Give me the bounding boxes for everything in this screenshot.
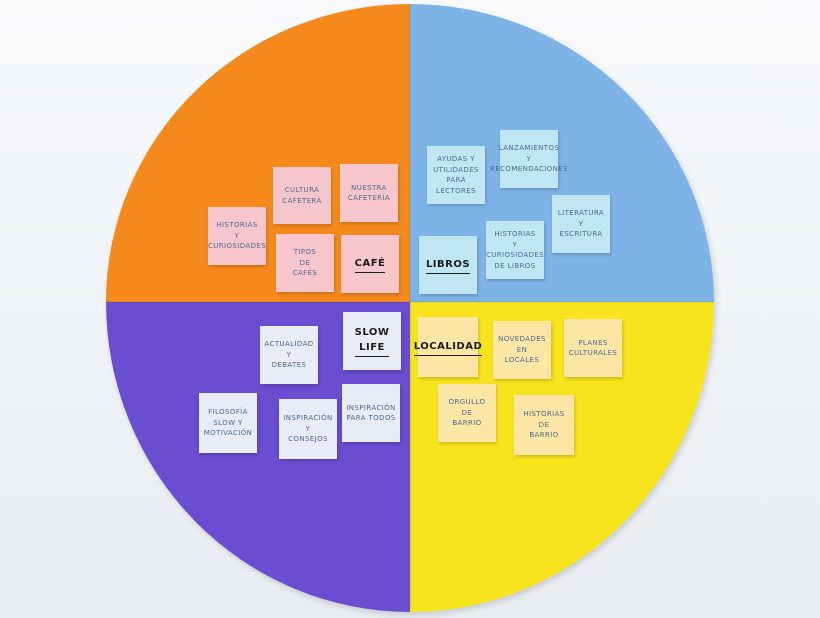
sticky-note-historias-barrio: HISTORIAS DE BARRIO	[514, 395, 574, 455]
sticky-note-cultura-cafetera: CULTURA CAFETERA	[273, 167, 331, 224]
sticky-note-novedades-locales: NOVEDADES EN LOCALES	[493, 321, 551, 379]
sticky-note-actualidad-debates: ACTUALIDAD Y DEBATES	[260, 326, 318, 384]
sticky-note-inspiracion-para-todos: INSPIRACIÓN PARA TODOS	[342, 384, 400, 442]
sticky-note-lanzamientos: LANZAMIENTOS Y RECOMENDACIONES	[490, 130, 568, 188]
localidad-quadrant	[410, 302, 714, 612]
sticky-note-inspiracion-consejos: INSPIRACIÓN Y CONSEJOS	[279, 399, 337, 459]
sticky-note-libros-title: LIBROS	[419, 236, 477, 294]
sticky-note-literatura-escritura: LITERATURA Y ESCRITURA	[552, 195, 610, 253]
slow-life-quadrant	[106, 302, 410, 612]
sticky-note-historias-curiosidades: HISTORIAS Y CURIOSIDADES	[208, 207, 266, 265]
sticky-note-slow-life-title: SLOW LIFE	[343, 312, 401, 370]
sticky-note-planes-culturales: PLANES CULTURALES	[564, 319, 622, 377]
sticky-note-tipos-de-cafes: TIPOS DE CAFÉS	[276, 234, 334, 292]
localidad-title-text: LOCALIDAD	[413, 339, 483, 356]
slow-life-title-text: SLOW LIFE	[354, 325, 390, 357]
sticky-note-ayudas-utilidades: AYUDAS Y UTILIDADES PARA LECTORES	[427, 146, 485, 204]
libros-title-text: LIBROS	[425, 257, 471, 274]
sticky-note-nuestra-cafeteria: NUESTRA CAFETERÍA	[340, 164, 398, 222]
cafe-quadrant	[106, 4, 410, 302]
sticky-note-orgullo-barrio: ORGULLO DE BARRIO	[438, 384, 496, 442]
sticky-note-filosofia-slow: FILOSOFÍA SLOW Y MOTIVACIÓN	[199, 393, 257, 453]
sticky-note-historias-libros: HISTORIAS Y CURIOSIDADES DE LIBROS	[486, 221, 544, 279]
sticky-note-localidad-title: LOCALIDAD	[413, 317, 483, 377]
sticky-note-cafe-title: CAFÉ	[341, 235, 399, 293]
cafe-title-text: CAFÉ	[354, 256, 386, 273]
